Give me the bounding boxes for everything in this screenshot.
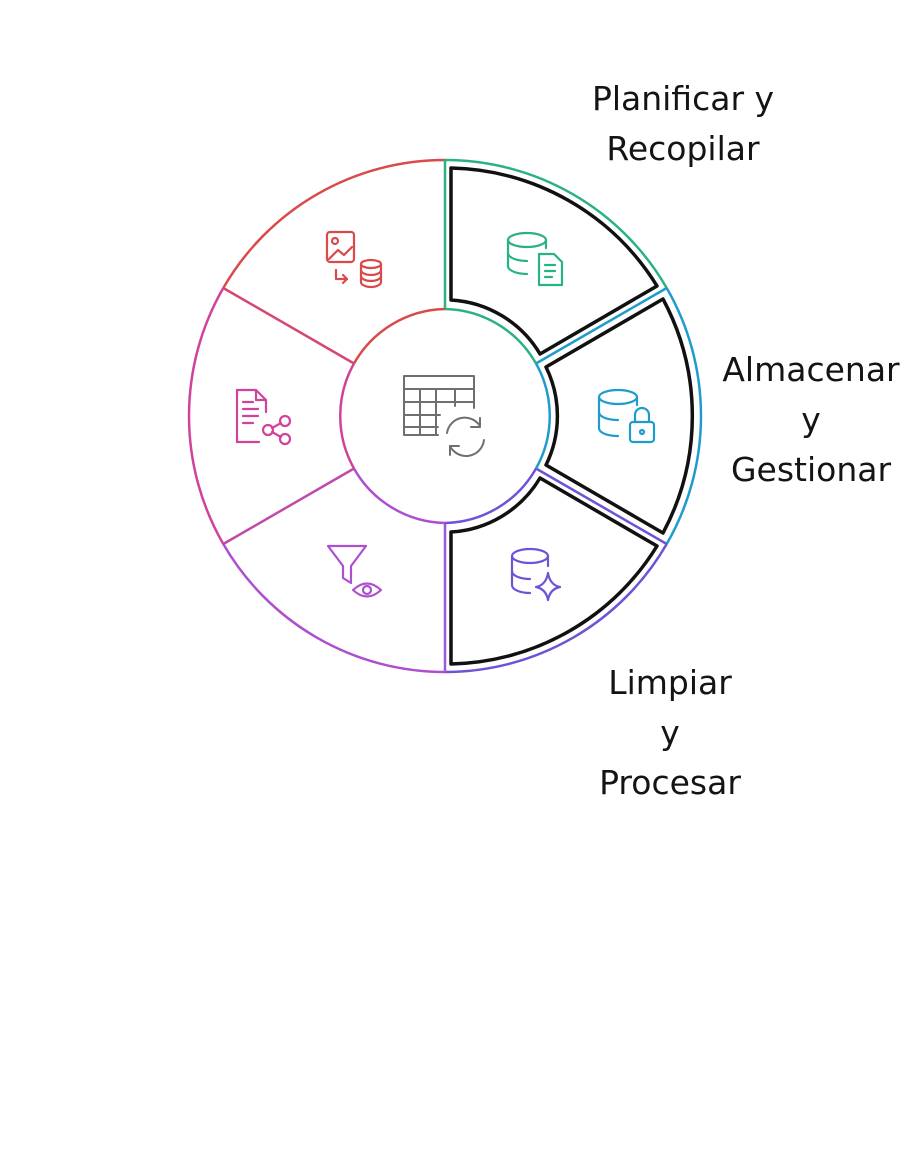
outer-arc-analyze (222, 543, 446, 674)
segment-plan-highlight (449, 166, 659, 356)
outer-arc-plan (444, 158, 668, 289)
inner-arc-clean (444, 467, 538, 525)
stage-label-clean: Limpiar y Procesar (599, 663, 741, 802)
table-sync-icon (403, 375, 485, 457)
inner-circle (339, 307, 551, 525)
inner-arc-share (339, 362, 356, 470)
database-document-icon (506, 231, 564, 287)
filter-eye-icon (326, 544, 383, 598)
divider-store (535, 286, 668, 365)
outer-arc-share (187, 287, 225, 545)
image-to-database-icon (325, 230, 383, 289)
divider-preserve (222, 286, 355, 365)
document-share-icon (235, 388, 292, 446)
divider-clean (535, 467, 668, 546)
outer-arc-clean (444, 543, 668, 674)
inner-arc-store (534, 362, 551, 470)
inner-arc-analyze (352, 467, 446, 525)
database-sparkle-icon (510, 547, 562, 602)
outer-ring (187, 158, 703, 674)
segment-clean-highlight (449, 476, 659, 666)
divider-share (222, 467, 355, 546)
inner-arc-plan (444, 307, 538, 365)
outer-arc-store (665, 287, 703, 545)
inner-arc-preserve (352, 307, 446, 365)
stage-label-plan: Planificar y Recopilar (591, 79, 775, 168)
segment-dividers (222, 160, 668, 672)
highlight-outlines (449, 166, 695, 666)
outer-arc-preserve (222, 158, 446, 289)
stage-label-store: Almacenar y Gestionar (722, 350, 900, 489)
segment-store-highlight (544, 297, 695, 535)
database-lock-icon (597, 388, 656, 444)
